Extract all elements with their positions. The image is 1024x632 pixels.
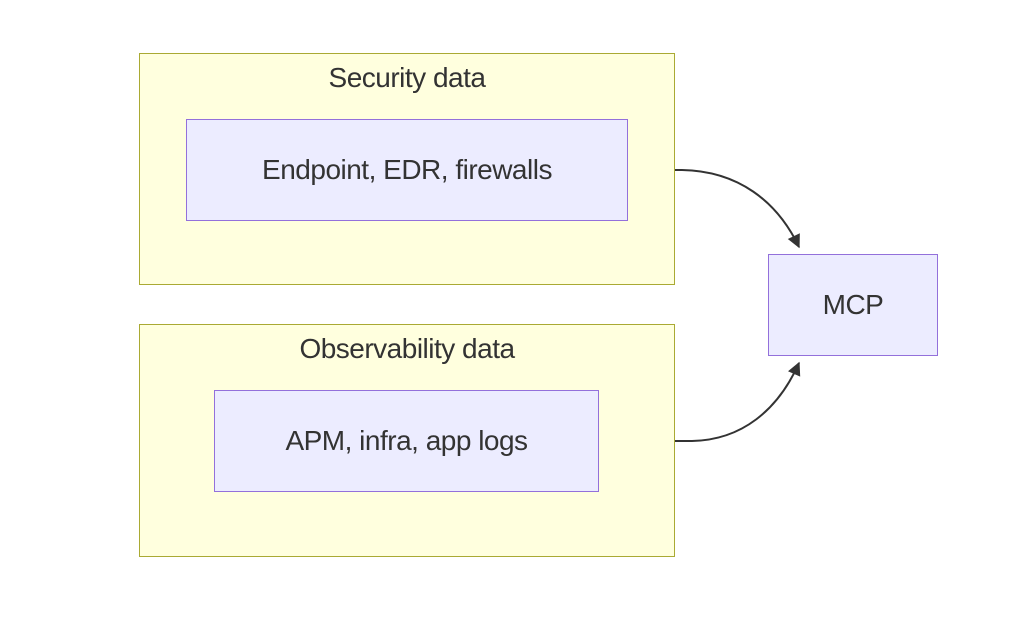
node-mcp-label: MCP [822, 289, 884, 320]
node-endpoint-label: Endpoint, EDR, firewalls [262, 154, 552, 185]
cluster-security-title: Security data [328, 62, 486, 93]
node-endpoint-edr-firewalls: Endpoint, EDR, firewalls [186, 119, 628, 221]
node-apm-label: APM, infra, app logs [285, 425, 528, 456]
node-apm-infra-app-logs: APM, infra, app logs [214, 390, 599, 492]
cluster-observability-title: Observability data [299, 333, 515, 364]
node-mcp: MCP [768, 254, 938, 356]
